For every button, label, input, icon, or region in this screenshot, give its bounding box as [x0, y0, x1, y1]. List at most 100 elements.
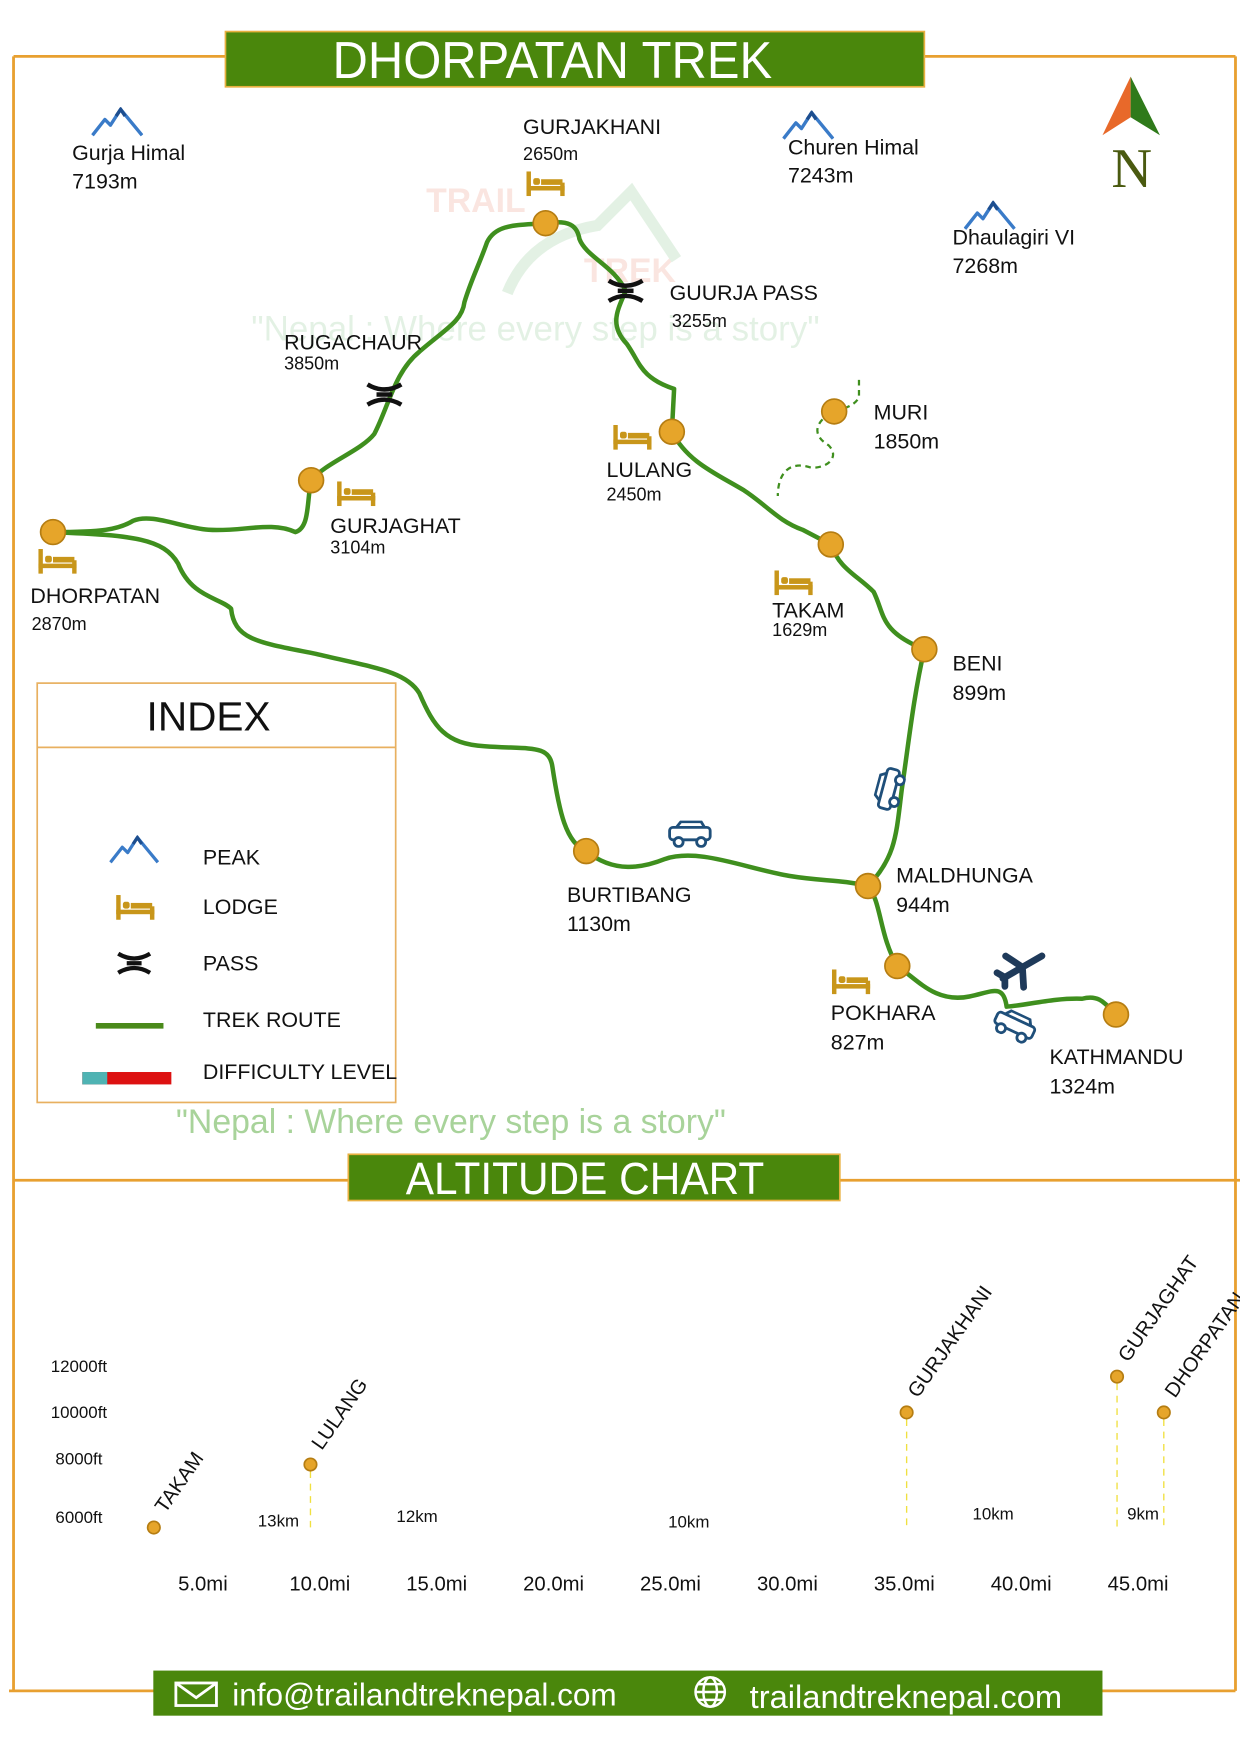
index-legend: INDEX PEAK LODGE PASS TREK ROUTE DIFFICU…: [36, 682, 397, 1104]
north-letter: N: [1111, 138, 1152, 200]
peak-icon: [91, 107, 144, 137]
pass-icon: [118, 954, 150, 973]
place-name: GURJAKHANI: [523, 115, 661, 139]
x-tick-label: 25.0mi: [640, 1574, 701, 1596]
jeep-icon: [989, 1004, 1040, 1048]
place-name: BURTIBANG: [567, 883, 692, 907]
y-tick-label: 8000ft: [55, 1449, 102, 1468]
place-name: KATHMANDU: [1049, 1045, 1183, 1069]
pass-icon: [609, 281, 643, 301]
peak-name: Gurja Himal: [72, 141, 185, 165]
footer-banner: info@trailandtreknepal.com trailandtrekn…: [153, 1670, 1103, 1716]
peak-altitude: 7268m: [953, 254, 1018, 278]
difficulty-bar: [82, 1072, 172, 1085]
place-name: TAKAM: [772, 599, 844, 623]
peak-name: Churen Himal: [788, 135, 919, 159]
map-title: DHORPATAN TREK: [333, 31, 773, 89]
peak-dhaulagiri-vi: Dhaulagiri VI 7268m: [953, 201, 1076, 278]
place-altitude: 3850m: [284, 354, 339, 374]
legend-label: TREK ROUTE: [203, 1008, 341, 1032]
place-name: LULANG: [606, 458, 692, 482]
lodge-icon: [337, 481, 376, 507]
place-altitude: 2650m: [523, 144, 578, 164]
place-name: GURJAGHAT: [330, 514, 460, 538]
peak-altitude: 7243m: [788, 164, 853, 188]
altitude-point-label: LULANG: [308, 1375, 373, 1454]
place-altitude: 1629m: [772, 620, 827, 640]
place-labels: GURJAKHANI 2650m GUURJA PASS 3255m RUGAC…: [30, 115, 1183, 1098]
footer-email[interactable]: info@trailandtreknepal.com: [232, 1677, 617, 1713]
stop-gurjaghat: [297, 466, 325, 494]
lodge-icon: [774, 570, 813, 596]
place-name: RUGACHAUR: [284, 330, 422, 354]
north-arrow-icon: N: [1102, 76, 1160, 200]
peak-icon: [109, 835, 159, 864]
altitude-point-gurjaghat: [1109, 1369, 1125, 1384]
segment-distance-label: 10km: [668, 1512, 709, 1531]
y-tick-label: 12000ft: [51, 1357, 108, 1376]
x-tick-label: 20.0mi: [523, 1574, 584, 1596]
altitude-chart-banner: ALTITUDE CHART: [347, 1153, 841, 1204]
place-altitude: 2450m: [606, 484, 661, 504]
place-name: POKHARA: [831, 1001, 936, 1025]
footer-website[interactable]: trailandtreknepal.com: [750, 1678, 1063, 1715]
place-altitude: 944m: [896, 893, 950, 917]
altitude-point-gurjakhani: [899, 1405, 914, 1420]
lodge-icon: [38, 548, 77, 574]
place-altitude: 899m: [953, 681, 1007, 705]
altitude-point-label: GURJAKHANI: [904, 1282, 997, 1402]
place-altitude: 3255m: [672, 311, 727, 331]
map-frame: [9, 54, 1240, 1693]
y-tick-label: 6000ft: [55, 1508, 102, 1527]
lodge-icon: [526, 171, 565, 197]
stop-takam: [817, 531, 845, 558]
place-altitude: 827m: [831, 1030, 885, 1054]
title-banner: DHORPATAN TREK: [224, 30, 926, 89]
legend-label: PASS: [203, 952, 259, 976]
x-tick-label: 30.0mi: [757, 1574, 818, 1596]
peak-churen-himal: Churen Himal 7243m: [782, 111, 919, 188]
peak-name: Dhaulagiri VI: [953, 226, 1076, 250]
x-tick-label: 45.0mi: [1108, 1574, 1169, 1596]
peak-gurja-himal: Gurja Himal 7193m: [72, 107, 185, 193]
trek-route-muri: [776, 379, 861, 496]
watermark-brand-top: TRAIL: [426, 182, 526, 220]
lodge-icon: [831, 969, 871, 995]
altitude-chart: 6000ft 8000ft 10000ft 12000ft 5.0mi 10.0mi 15.…: [51, 1252, 1240, 1595]
place-name: MURI: [874, 400, 929, 424]
stop-pokhara: [884, 952, 911, 980]
watermark-tagline: "Nepal : Where every step is a story": [251, 309, 820, 348]
stop-muri: [820, 398, 848, 425]
x-tick-label: 35.0mi: [874, 1574, 935, 1596]
place-name: DHORPATAN: [30, 584, 160, 608]
tagline: "Nepal : Where every step is a story": [176, 1103, 726, 1141]
x-tick-label: 40.0mi: [991, 1574, 1052, 1596]
peak-altitude: 7193m: [72, 169, 137, 193]
place-name: MALDHUNGA: [896, 864, 1034, 888]
stop-beni: [911, 636, 938, 663]
place-altitude: 2870m: [32, 614, 87, 634]
altitude-point-lulang: [303, 1457, 318, 1472]
stop-lulang: [658, 418, 686, 445]
stop-maldhunga: [854, 872, 882, 900]
x-tick-label: 15.0mi: [406, 1574, 467, 1596]
trek-route-south: [50, 529, 871, 889]
x-tick-label: 5.0mi: [178, 1574, 228, 1596]
stop-burtibang: [572, 837, 600, 865]
airplane-icon: [993, 952, 1046, 991]
stop-dhorpatan: [39, 518, 67, 546]
place-altitude: 1130m: [567, 912, 631, 936]
legend-label: DIFFICULTY LEVEL: [203, 1060, 397, 1084]
place-altitude: 3104m: [330, 537, 385, 557]
jeep-icon: [668, 820, 712, 848]
place-altitude: 1324m: [1049, 1074, 1114, 1098]
legend-label: PEAK: [203, 846, 261, 870]
globe-icon: [694, 1676, 727, 1708]
altitude-chart-title: ALTITUDE CHART: [406, 1153, 764, 1204]
legend-label: LODGE: [203, 895, 278, 919]
pass-icon: [367, 384, 401, 404]
y-tick-label: 10000ft: [51, 1403, 108, 1422]
place-name: GUURJA PASS: [670, 281, 818, 305]
x-tick-label: 10.0mi: [289, 1574, 350, 1596]
